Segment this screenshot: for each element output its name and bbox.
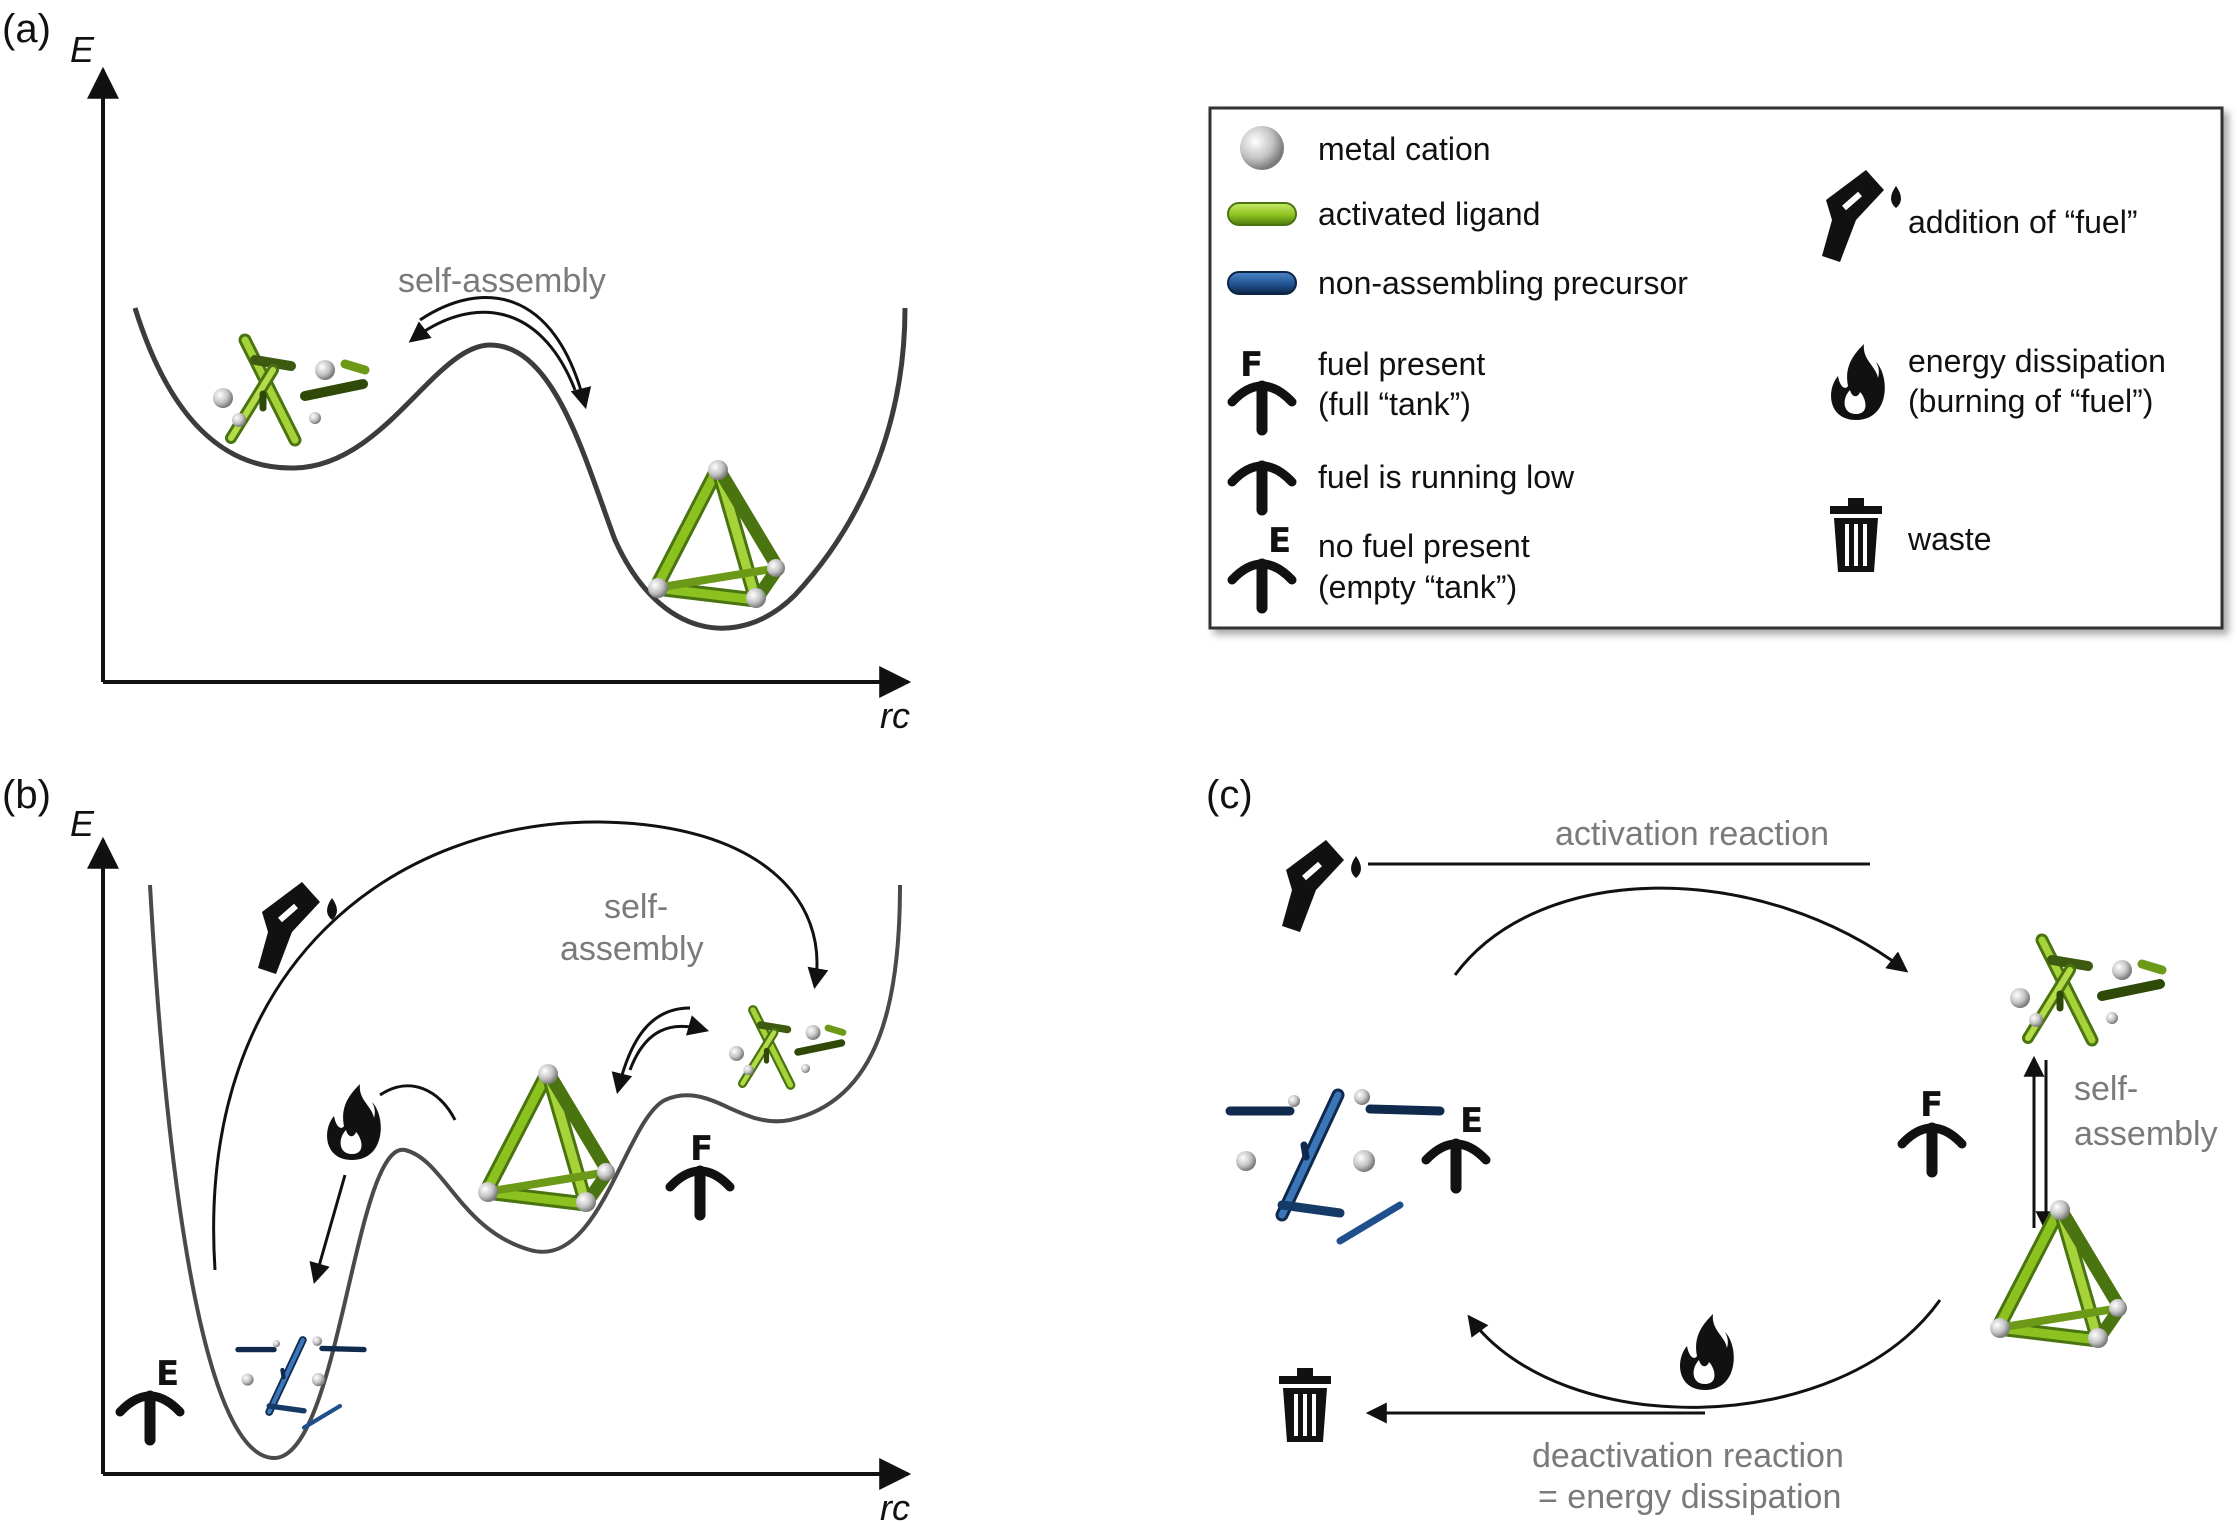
legend-no-fuel-line1: no fuel present	[1318, 528, 1530, 564]
panel-c-activation-label: activation reaction	[1555, 815, 1829, 853]
panel-a-label: (a)	[2, 7, 51, 51]
panel-b-fuel-full-gauge: F	[670, 1129, 730, 1215]
legend-energy-dissipation-line2: (burning of “fuel”)	[1908, 383, 2153, 419]
panel-b-activated-ligand-mixture	[729, 1010, 843, 1085]
panel-a-forward-arrow	[419, 296, 592, 410]
legend-no-fuel-line2: (empty “tank”)	[1318, 569, 1517, 605]
legend-metal-cation: metal cation	[1318, 131, 1491, 167]
panel-c-self-assembly-label-line2: assembly	[2074, 1115, 2218, 1153]
panel-a: (a) E rc self-assembly	[2, 7, 912, 736]
panel-b-precursor-mixture	[238, 1336, 364, 1427]
panel-c-fuel-empty-badge: E	[1460, 1101, 1483, 1141]
legend-fuel-present-line2: (full “tank”)	[1318, 386, 1471, 422]
panel-c-activation-arrow	[1453, 886, 1909, 976]
panel-c-deactivation-arrow	[1467, 1299, 1942, 1409]
activated-ligand-icon	[1227, 202, 1297, 226]
panel-c-tetrahedral-cage	[1990, 1200, 2127, 1348]
precursor-icon	[1227, 271, 1297, 295]
panel-b-energy-curve	[148, 884, 902, 1461]
panel-b-y-axis-label: E	[70, 803, 95, 844]
panel-c-precursor-mixture	[1230, 1089, 1440, 1241]
panel-b-self-assembly-reverse-arrow	[628, 1015, 710, 1071]
panel-b-flame-icon	[327, 1084, 381, 1160]
panel-b-dissipation-connector	[379, 1084, 457, 1121]
metal-cation-icon	[1240, 126, 1284, 170]
legend-waste: waste	[1907, 521, 1992, 557]
panel-b-self-assembly-forward-arrow	[611, 1006, 691, 1095]
panel-c-fuel-full-badge: F	[1920, 1085, 1943, 1125]
fuel-full-gauge-icon: F	[1232, 345, 1292, 430]
panel-b-fuel-empty-badge: E	[156, 1354, 179, 1394]
panel-c-label: (c)	[1206, 773, 1253, 817]
legend-non-assembling-precursor: non-assembling precursor	[1318, 265, 1688, 301]
panel-c-deactivation-label-line2: = energy dissipation	[1538, 1478, 1841, 1516]
panel-b-self-assembly-label-line2: assembly	[560, 930, 704, 968]
panel-c-deactivation-label-line1: deactivation reaction	[1532, 1437, 1844, 1475]
legend-box: metal cation activated ligand non-assemb…	[1208, 106, 2224, 630]
panel-c-flame-icon	[1680, 1314, 1734, 1390]
trash-icon	[1830, 498, 1882, 572]
panel-b: (b) E rc self- assembly F E	[2, 773, 912, 1522]
panel-c: (c) activation reaction self- assembly F…	[1206, 773, 2218, 1516]
panel-a-tetrahedral-cage	[648, 460, 785, 608]
panel-c-fuel-full-gauge: F	[1902, 1085, 1962, 1172]
panel-b-self-assembly-label-line1: self-	[604, 888, 668, 926]
panel-b-deactivation-arrow	[309, 1174, 347, 1285]
panel-b-label: (b)	[2, 773, 51, 817]
panel-b-fuel-addition-arrow	[212, 820, 829, 1271]
panel-c-fuel-nozzle-icon	[1282, 840, 1361, 932]
panel-c-self-assembly-label-line1: self-	[2074, 1070, 2138, 1108]
panel-b-tetrahedral-cage	[478, 1064, 615, 1212]
legend-activated-ligand: activated ligand	[1318, 196, 1540, 232]
panel-a-energy-curve	[132, 307, 908, 631]
legend-energy-dissipation-line1: energy dissipation	[1908, 343, 2166, 379]
panel-a-activated-ligand-mixture	[213, 340, 365, 440]
panel-c-activated-ligand-mixture	[2010, 940, 2162, 1040]
panel-a-reverse-arrow	[408, 310, 577, 391]
panel-b-fuel-empty-gauge: E	[120, 1354, 180, 1440]
panel-b-x-axis-label: rc	[880, 1487, 910, 1522]
panel-c-trash-icon	[1279, 1368, 1331, 1442]
panel-b-fuel-full-badge: F	[690, 1129, 713, 1169]
panel-c-fuel-empty-gauge: E	[1426, 1101, 1486, 1188]
legend-fuel-present-line1: fuel present	[1318, 346, 1485, 382]
legend-addition-of-fuel: addition of “fuel”	[1908, 204, 2137, 240]
legend-fuel-running-low: fuel is running low	[1318, 459, 1575, 495]
panel-a-y-axis-label: E	[70, 29, 95, 70]
fuel-full-badge: F	[1240, 345, 1263, 385]
panel-a-x-axis-label: rc	[880, 695, 910, 736]
fuel-empty-badge: E	[1268, 521, 1291, 561]
fuel-empty-gauge-icon: E	[1232, 521, 1292, 608]
panel-a-self-assembly-label: self-assembly	[398, 262, 606, 300]
